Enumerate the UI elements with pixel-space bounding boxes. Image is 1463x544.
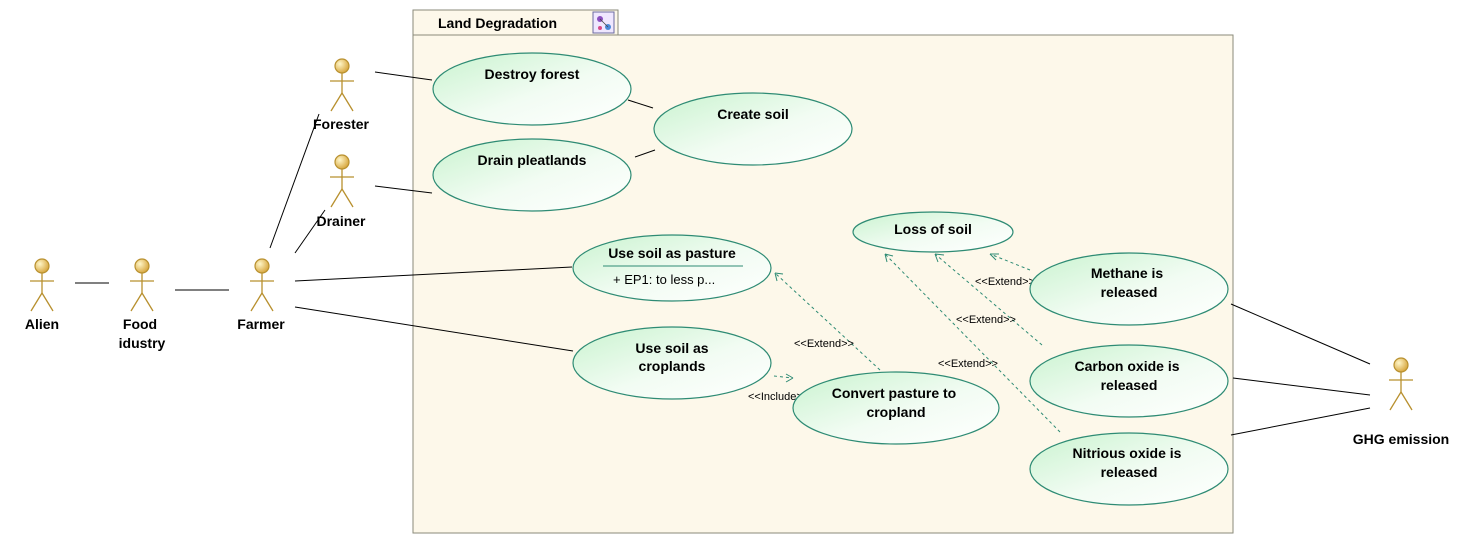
assoc-destroy-create [627,99,654,109]
actor-farmer[interactable] [250,258,274,312]
use-case-label-line1: Convert pasture to [832,385,956,401]
assoc-drain-create [634,149,656,158]
use-case-destroy-forest[interactable]: Destroy forest [432,52,632,126]
extend-nitrious-label: <<Extend>> [938,358,998,370]
use-case-label-line2: cropland [866,404,925,420]
use-case-label: Loss of soil [894,221,972,237]
associations [75,71,1371,436]
extend-methane-label: <<Extend>> [975,276,1035,288]
extension-point: + EP1: to less p... [613,272,715,287]
assoc-farmer-pasture [294,266,573,282]
extend-methane-line [989,253,1031,271]
actor-forester[interactable] [330,58,354,112]
use-case-label-line2: released [1101,377,1158,393]
use-case-nitrious-oxide-released[interactable]: Nitrious oxide is released [1029,432,1229,506]
assoc-drainer-drain [374,185,433,194]
extend-convert-label: <<Extend>> [794,338,854,350]
use-case-label-line2: croplands [639,358,706,374]
use-case-label: Create soil [717,106,789,122]
use-case-use-soil-as-croplands[interactable]: Use soil as croplands [572,326,772,400]
actor-food-industry[interactable] [130,258,154,312]
actor-label-drainer: Drainer [316,213,366,229]
actor-alien[interactable] [30,258,54,312]
assoc-forester-destroy [374,71,433,81]
use-case-label-line1: Methane is [1091,265,1164,281]
use-case-drain-peatlands[interactable]: Drain pleatlands [432,138,632,212]
assoc-farmer-drainer [294,209,326,254]
include-croplands-label: <<Include>> [748,391,809,403]
use-case-label-line1: Nitrious oxide is [1073,445,1182,461]
use-case-loss-of-soil[interactable]: Loss of soil [852,211,1014,253]
extend-carbon-label: <<Extend>> [956,314,1016,326]
actor-label-alien: Alien [25,316,59,332]
diagram-type-icon [592,11,615,34]
assoc-carbon-ghg [1232,377,1371,396]
use-case-carbon-oxide-released[interactable]: Carbon oxide is released [1029,344,1229,418]
actor-label-ghg-emission: GHG emission [1353,431,1449,447]
assoc-farmer-croplands [294,306,574,352]
actor-label-food-industry-line1: Food [123,316,157,332]
assoc-methane-ghg [1230,303,1371,365]
use-case-label-line2: released [1101,464,1158,480]
use-case-use-soil-as-pasture[interactable]: Use soil as pasture + EP1: to less p... [572,234,772,302]
assoc-nitrious-ghg [1230,407,1371,436]
use-case-label: Use soil as pasture [608,245,736,261]
use-case-label-line1: Use soil as [635,340,708,356]
use-case-label-line1: Carbon oxide is [1074,358,1179,374]
use-case-label: Drain pleatlands [478,152,587,168]
actor-label-farmer: Farmer [237,316,285,332]
dependencies: <<Extend>> <<Extend>> <<Extend>> <<Exten… [748,253,1061,433]
actor-label-forester: Forester [313,116,370,132]
assoc-farmer-forester [269,113,320,249]
use-case-methane-released[interactable]: Methane is released [1029,252,1229,326]
system-title: Land Degradation [438,15,557,31]
use-case-convert-pasture-to-cropland[interactable]: Convert pasture to cropland [792,371,1000,445]
use-case-label: Destroy forest [485,66,580,82]
use-case-create-soil[interactable]: Create soil [653,92,853,166]
actor-ghg-emission[interactable] [1389,357,1413,411]
use-case-label-line2: released [1101,284,1158,300]
actor-label-food-industry-line2: idustry [119,335,166,351]
actor-drainer[interactable] [330,154,354,208]
